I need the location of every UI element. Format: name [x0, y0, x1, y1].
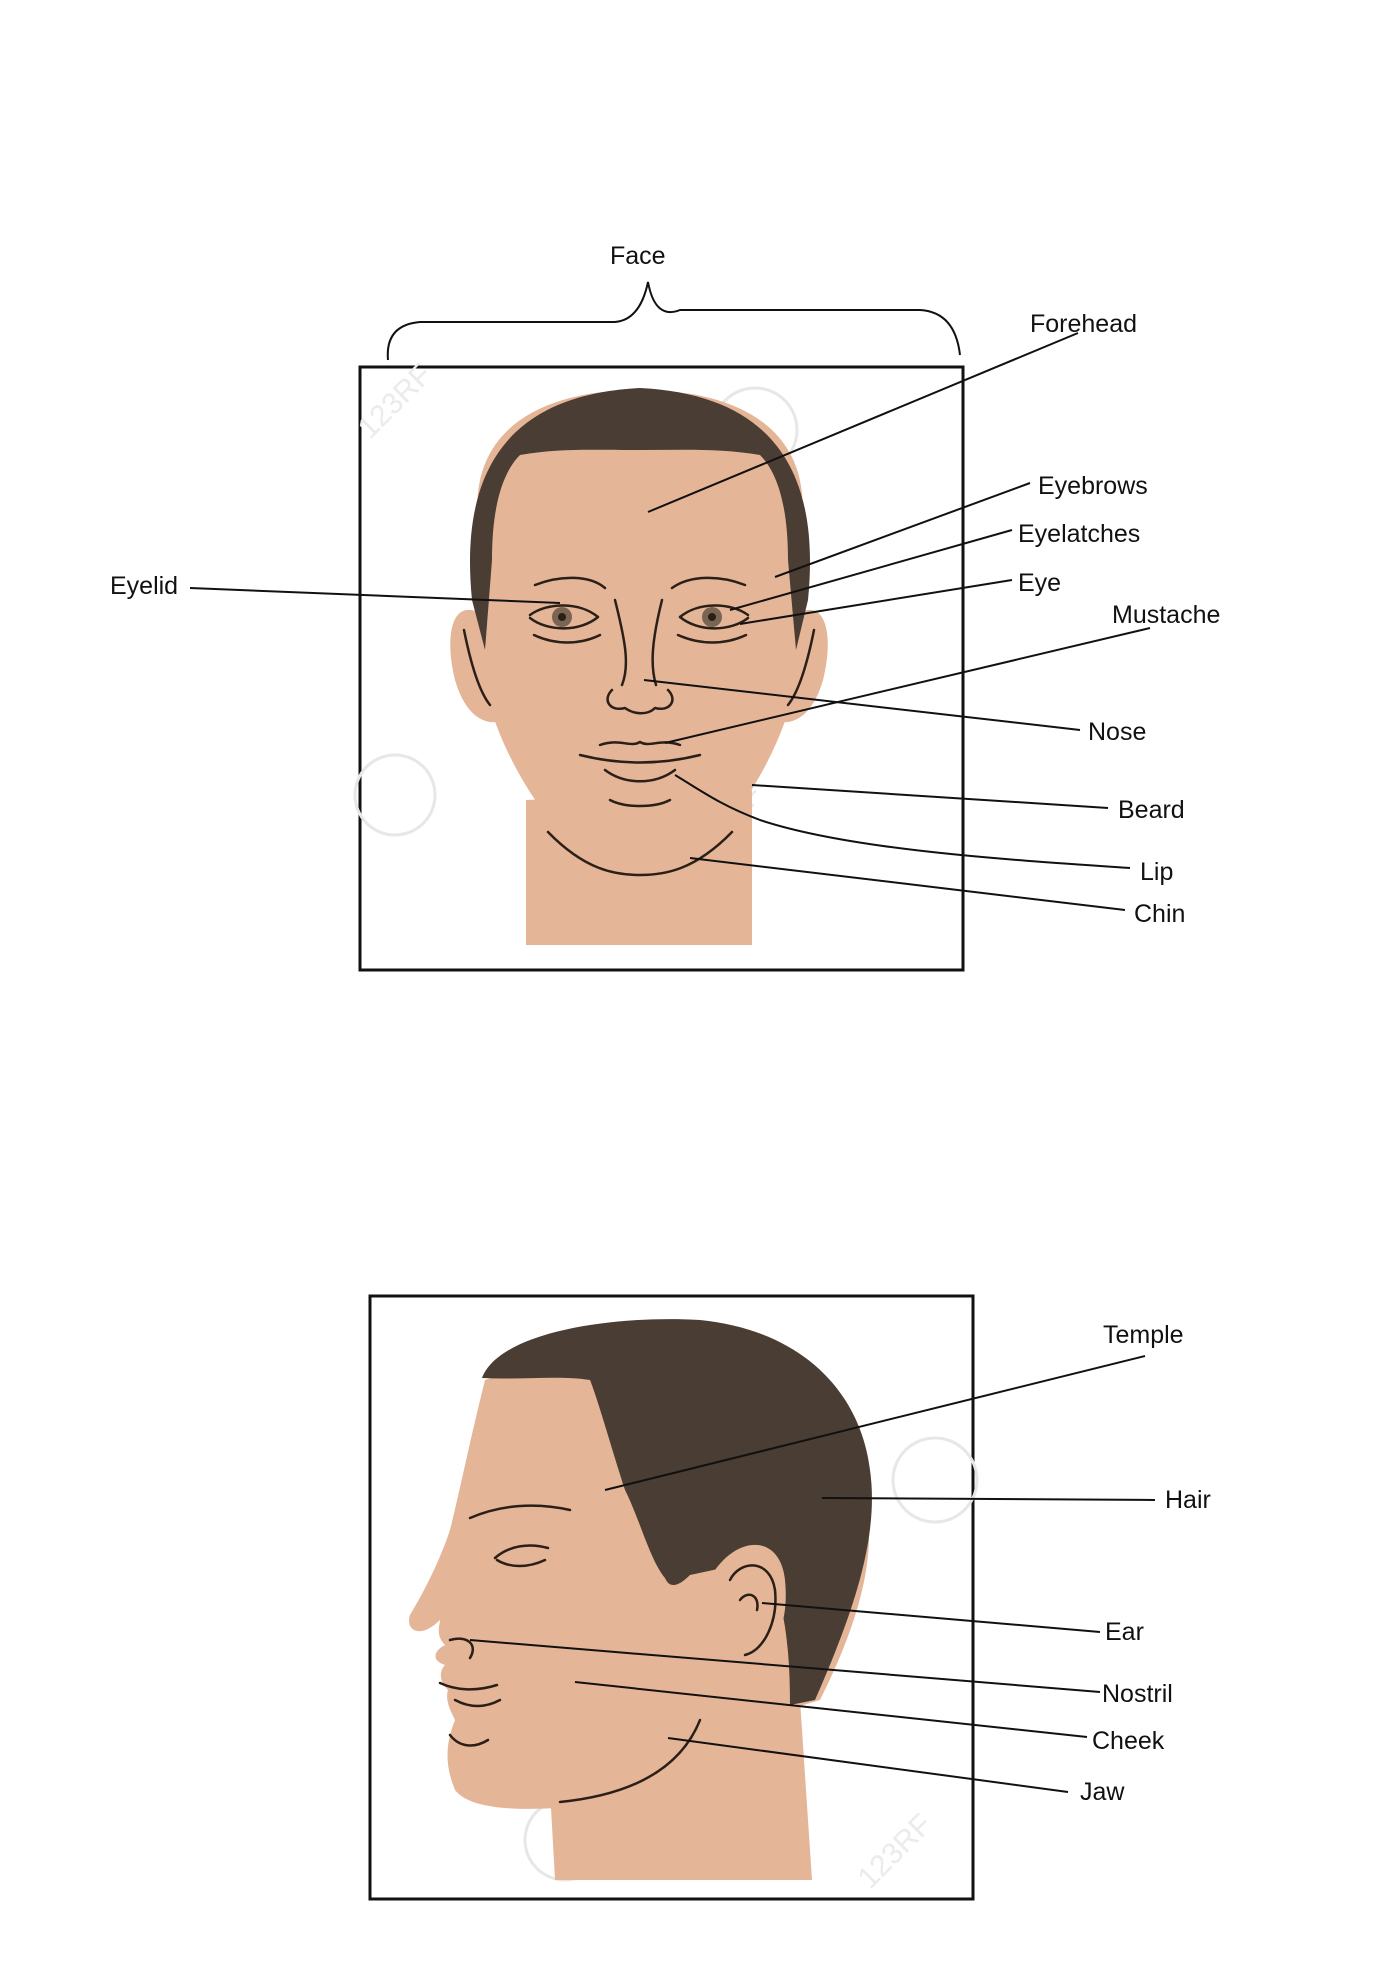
front-leader-lines	[189, 332, 1151, 911]
side-labels: Temple Hair Ear Nostril Cheek Jaw	[1080, 1321, 1211, 1806]
front-head-shape	[477, 390, 803, 872]
side-view-panel: 123RF 123RF	[368, 1294, 979, 1901]
label-eyelid: Eyelid	[110, 572, 178, 600]
label-eyebrows: Eyebrows	[1038, 472, 1148, 500]
label-eyelatches: Eyelatches	[1018, 520, 1140, 548]
side-leader-lines	[469, 1355, 1156, 1793]
side-view-frame	[368, 1294, 975, 1901]
side-hair	[482, 1319, 872, 1705]
svg-text:123RF: 123RF	[852, 1808, 939, 1895]
label-beard: Beard	[1118, 796, 1185, 824]
label-mustache: Mustache	[1112, 601, 1220, 629]
face-title: Face	[610, 242, 666, 270]
front-view-panel: Face 123RF 123RF	[352, 242, 965, 972]
label-chin: Chin	[1134, 900, 1185, 928]
front-labels: Forehead Eyebrows Eyelatches Eye Eyelid …	[110, 310, 1220, 928]
label-ear: Ear	[1105, 1618, 1144, 1646]
label-jaw: Jaw	[1080, 1778, 1125, 1806]
label-cheek: Cheek	[1092, 1727, 1165, 1755]
side-neck	[550, 1700, 812, 1880]
label-nostril: Nostril	[1102, 1680, 1173, 1708]
label-forehead: Forehead	[1030, 310, 1137, 338]
svg-text:123RF: 123RF	[352, 358, 439, 445]
label-nose: Nose	[1088, 718, 1146, 746]
label-temple: Temple	[1103, 1321, 1184, 1349]
front-features	[462, 576, 816, 877]
front-view-frame	[358, 365, 965, 972]
label-hair: Hair	[1165, 1486, 1211, 1514]
front-hair	[469, 388, 811, 650]
label-lip: Lip	[1140, 858, 1173, 886]
side-features	[438, 1504, 777, 1804]
face-bracket	[386, 281, 961, 361]
label-eye: Eye	[1018, 569, 1061, 597]
